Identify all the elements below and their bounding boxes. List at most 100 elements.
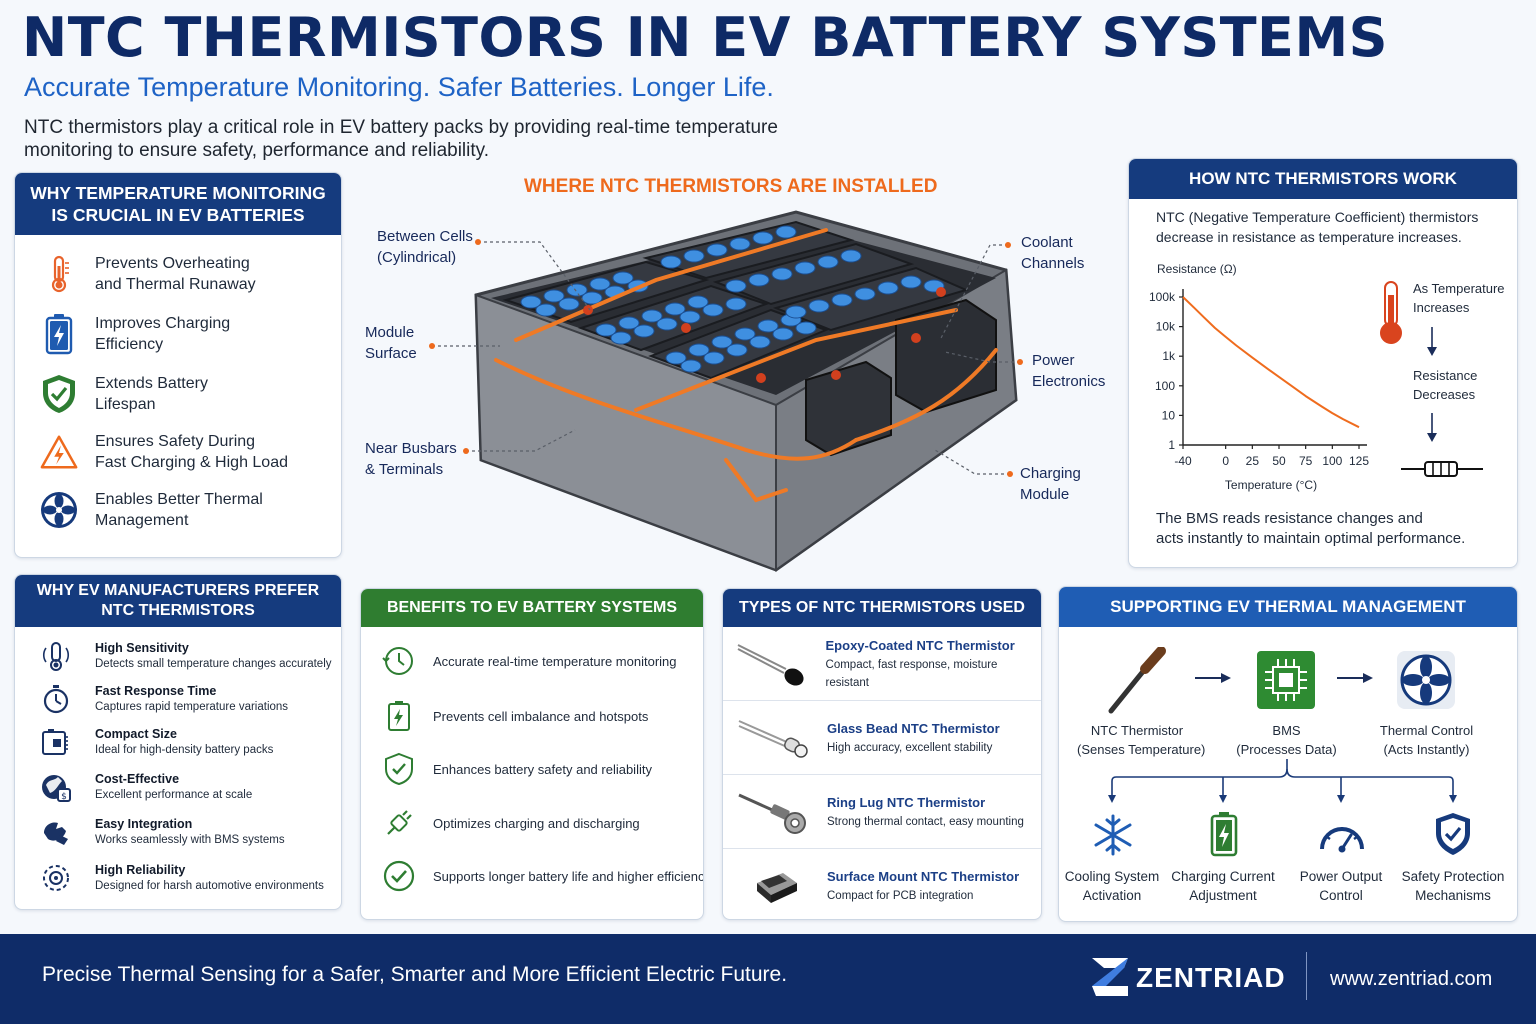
x-tick-label: 25 bbox=[1246, 454, 1260, 468]
how-description: NTC (Negative Temperature Coefficient) t… bbox=[1156, 207, 1478, 247]
benefit-item: Enhances battery safety and reliability bbox=[381, 751, 652, 787]
callout-label: Channels bbox=[1021, 255, 1085, 272]
thermal-management-heading: SUPPORTING EV THERMAL MANAGEMENT bbox=[1059, 587, 1517, 627]
smd-thermistor-icon bbox=[723, 856, 827, 916]
x-tick-label: 75 bbox=[1299, 454, 1313, 468]
thermometer-icon bbox=[1377, 279, 1405, 352]
how-description-line: decrease in resistance as temperature in… bbox=[1156, 229, 1462, 245]
prefer-item-desc: Designed for harsh automotive environmen… bbox=[95, 880, 324, 892]
prefer-item-desc: Detects small temperature changes accura… bbox=[95, 658, 332, 670]
flow-label-line: BMS bbox=[1272, 723, 1301, 738]
arrow-right-icon bbox=[1337, 671, 1373, 690]
action-label-line: Cooling System bbox=[1064, 869, 1160, 884]
action-label-line: Control bbox=[1319, 888, 1363, 903]
how-ntc-works-heading: HOW NTC THERMISTORS WORK bbox=[1129, 159, 1517, 199]
action-connector-lines bbox=[1108, 759, 1457, 803]
heading-line: WHY TEMPERATURE MONITORING bbox=[30, 183, 326, 203]
installed-title: WHERE NTC THERMISTORS ARE INSTALLED bbox=[524, 176, 938, 197]
why-item: Prevents Overheating and Thermal Runaway bbox=[39, 253, 315, 295]
prefer-item-desc: Ideal for high-density battery packs bbox=[95, 744, 274, 756]
prefer-item-title: Compact Size bbox=[95, 727, 177, 741]
epoxy-thermistor-icon bbox=[723, 634, 826, 694]
why-item-label: and Thermal Runaway bbox=[95, 276, 256, 293]
type-desc: Compact, fast response, moisture resista… bbox=[825, 658, 998, 689]
gauge-icon bbox=[1317, 815, 1367, 860]
resistance-decreases-label: Resistance Decreases bbox=[1413, 366, 1477, 404]
callout-label: (Cylindrical) bbox=[377, 249, 457, 266]
how-description-line: NTC (Negative Temperature Coefficient) t… bbox=[1156, 209, 1479, 225]
fan-icon bbox=[1395, 649, 1457, 716]
callout-label: & Terminals bbox=[365, 461, 444, 478]
resistance-decreases-line: Resistance bbox=[1413, 368, 1478, 383]
how-ntc-works-card: HOW NTC THERMISTORS WORK NTC (Negative T… bbox=[1128, 158, 1518, 568]
why-monitoring-heading: WHY TEMPERATURE MONITORING IS CRUCIAL IN… bbox=[15, 173, 341, 235]
ntc-resistance-chart: Resistance (Ω)Temperature (°C)100k10k1k1… bbox=[1149, 262, 1369, 492]
why-item-label: Enables Better Thermal bbox=[95, 491, 263, 508]
flow-label-line: Thermal Control bbox=[1379, 723, 1474, 738]
battery-charging-icon bbox=[39, 314, 79, 355]
callout-label: Module bbox=[1020, 486, 1070, 503]
snowflake-icon bbox=[1091, 813, 1135, 862]
y-tick-label: 100 bbox=[1155, 379, 1175, 393]
flow-label-line: (Senses Temperature) bbox=[1077, 742, 1206, 757]
why-item-label: Prevents Overheating bbox=[95, 255, 250, 272]
battery-charging-icon bbox=[1209, 811, 1239, 862]
realtime-monitor-icon bbox=[381, 643, 417, 679]
flow-label-line: (Processes Data) bbox=[1236, 742, 1337, 757]
x-tick-label: 125 bbox=[1349, 454, 1369, 468]
callout-label: Electronics bbox=[1032, 373, 1106, 390]
y-axis-label: Resistance (Ω) bbox=[1157, 262, 1237, 276]
x-tick-label: 50 bbox=[1272, 454, 1286, 468]
plug-charge-icon bbox=[381, 805, 417, 841]
benefit-label: Prevents cell imbalance and hotspots bbox=[433, 708, 649, 724]
check-circle-icon bbox=[381, 858, 417, 894]
flow-label-line: (Acts Instantly) bbox=[1383, 742, 1470, 757]
y-tick-label: 10k bbox=[1156, 320, 1176, 334]
website-link[interactable]: www.zentriad.com bbox=[1330, 968, 1493, 990]
flow-label-thermal-control: Thermal Control (Acts Instantly) bbox=[1369, 721, 1484, 759]
type-desc: Strong thermal contact, easy mounting bbox=[827, 815, 1024, 828]
type-title: Ring Lug NTC Thermistor bbox=[827, 794, 986, 810]
intro-line: monitoring to ensure safety, performance… bbox=[24, 140, 490, 161]
callout-label: Coolant bbox=[1021, 234, 1073, 251]
svg-text:$: $ bbox=[61, 792, 67, 802]
benefit-item: Supports longer battery life and higher … bbox=[381, 858, 703, 894]
flow-label-bms: BMS (Processes Data) bbox=[1229, 721, 1344, 759]
action-label-line: Power Output bbox=[1299, 869, 1383, 884]
heading-line: IS CRUCIAL IN EV BATTERIES bbox=[51, 205, 305, 225]
prefer-item-title: High Sensitivity bbox=[95, 641, 189, 655]
why-monitoring-card: WHY TEMPERATURE MONITORING IS CRUCIAL IN… bbox=[14, 172, 342, 558]
action-label-line: Safety Protection bbox=[1401, 869, 1505, 884]
stopwatch-icon bbox=[39, 682, 73, 716]
fan-icon bbox=[39, 490, 79, 530]
callout-label: Module bbox=[365, 324, 415, 341]
y-tick-label: 100k bbox=[1149, 290, 1176, 304]
benefits-card: BENEFITS TO EV BATTERY SYSTEMS Accurate … bbox=[360, 588, 704, 920]
callout-label: Surface bbox=[365, 345, 417, 362]
prefer-item-title: High Reliability bbox=[95, 863, 186, 877]
why-item-label: Ensures Safety During bbox=[95, 433, 256, 450]
as-temperature-line: As Temperature bbox=[1413, 281, 1505, 296]
intro-text: NTC thermistors play a critical role in … bbox=[24, 116, 784, 162]
callout-label: Between Cells bbox=[377, 228, 473, 245]
resistance-curve bbox=[1182, 296, 1360, 429]
probe-icon bbox=[1105, 646, 1169, 722]
why-item-label: Fast Charging & High Load bbox=[95, 454, 288, 471]
ring-lug-thermistor-icon bbox=[723, 782, 827, 842]
why-prefer-card: WHY EV MANUFACTURERS PREFER NTC THERMIST… bbox=[14, 574, 342, 910]
as-temperature-label: As Temperature Increases bbox=[1413, 279, 1505, 317]
heading-line: NTC THERMISTORS bbox=[101, 602, 255, 619]
flow-label-thermistor: NTC Thermistor(Senses Temperature) bbox=[1077, 721, 1206, 759]
